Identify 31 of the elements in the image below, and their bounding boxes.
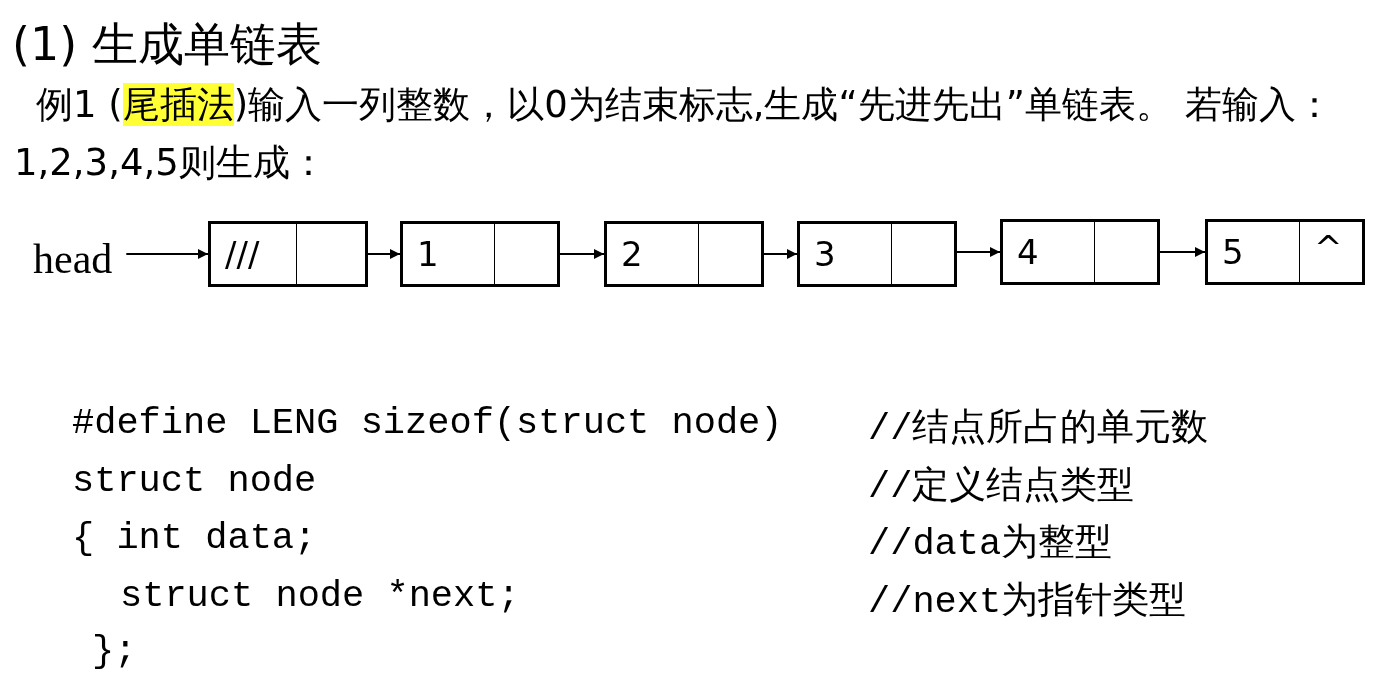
code-line: #define LENG sizeof(struct node)	[72, 402, 783, 444]
arrow	[125, 249, 209, 259]
node-value: 2	[621, 234, 643, 274]
list-node	[1000, 219, 1160, 285]
node-value: 5	[1222, 232, 1244, 272]
arrow	[763, 249, 798, 259]
description-paragraph: 例1 (尾插法)输入一列整数，以0为结束标志,生成“先进先出”单链表。 若输入：1,2,3,4,5则生成：	[14, 82, 1334, 186]
code-comment: //data为整型	[868, 522, 1113, 567]
node-value: 4	[1017, 232, 1039, 272]
list-node	[208, 221, 368, 287]
list-node	[604, 221, 764, 287]
code-line: };	[92, 630, 137, 672]
list-node	[797, 221, 957, 287]
node-value: ///	[225, 234, 260, 274]
title: (1) 生成单链表	[12, 16, 322, 73]
code-comment: //结点所占的单元数	[868, 407, 1209, 452]
node-value: 3	[814, 234, 836, 274]
code-comment: //next为指针类型	[868, 580, 1187, 625]
arrow	[367, 249, 401, 259]
pointer-label: head	[33, 235, 113, 283]
code-line: struct node *next;	[120, 575, 520, 617]
list-node	[1205, 219, 1365, 285]
arrow	[956, 247, 1001, 257]
code-comment: //定义结点类型	[868, 465, 1135, 510]
node-value: 1	[417, 234, 439, 274]
arrow	[1159, 247, 1206, 257]
code-line: { int data;	[72, 517, 317, 559]
code-line: struct node	[72, 460, 317, 502]
null-pointer: ^	[1314, 228, 1343, 268]
list-node	[400, 221, 560, 287]
arrow	[559, 249, 605, 259]
